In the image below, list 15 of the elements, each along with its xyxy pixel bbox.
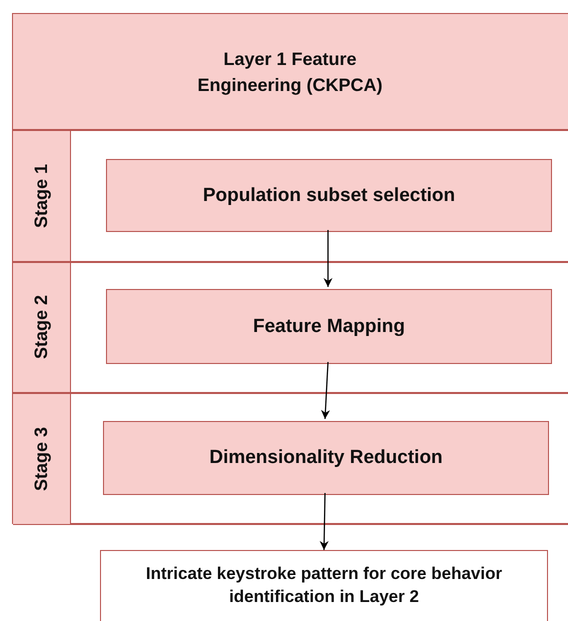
lane-label: Stage 1	[31, 164, 52, 228]
swimlane	[13, 393, 568, 525]
swimlane	[13, 262, 568, 393]
process-box: Population subset selection	[106, 159, 552, 232]
arrow	[324, 230, 332, 287]
process-box: Feature Mapping	[106, 289, 552, 364]
pool-title: Layer 1 Feature Engineering (CKPCA)	[196, 48, 384, 97]
process-box: Dimensionality Reduction	[103, 421, 549, 495]
arrow	[320, 362, 330, 420]
lane-label: Stage 3	[31, 426, 52, 492]
lane-label: Stage 2	[31, 295, 52, 360]
swimlane	[13, 130, 568, 262]
arrow	[320, 492, 329, 550]
pool-container	[12, 13, 568, 524]
output-box: Intricate keystroke pattern for core behavior identification in Layer 2	[100, 550, 548, 621]
